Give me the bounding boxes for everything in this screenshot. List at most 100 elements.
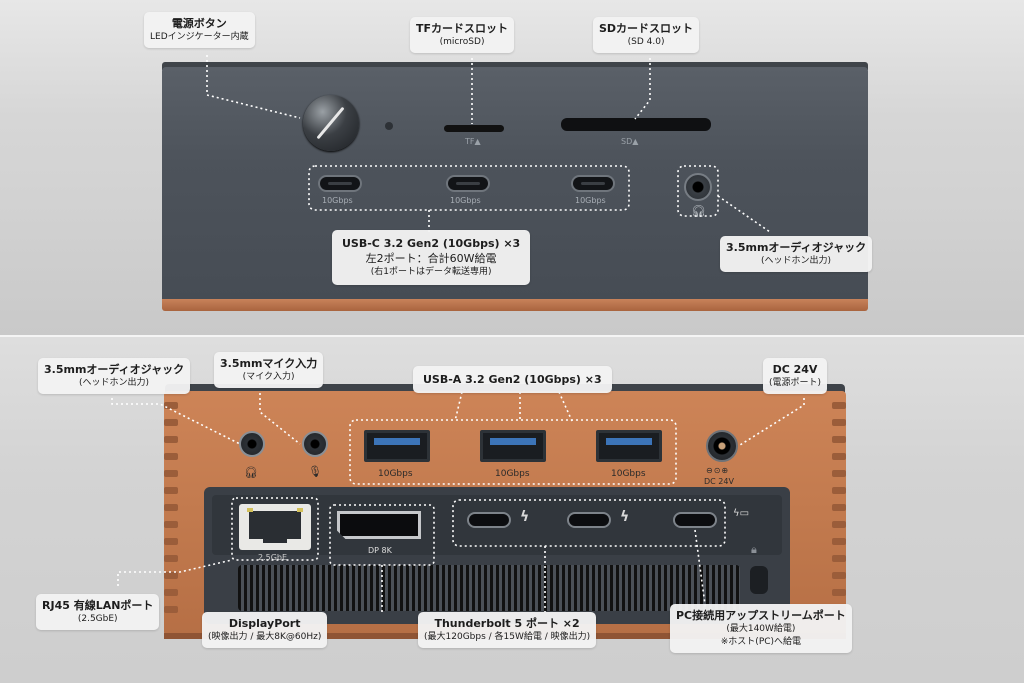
cooling-fin xyxy=(832,572,846,579)
callout-line2: 左2ポート：合計60W給電 xyxy=(365,252,497,265)
sd-card-slot xyxy=(561,118,711,131)
rear-usba-speed-2: 10Gbps xyxy=(495,469,530,479)
callout-title: DisplayPort xyxy=(228,617,301,630)
panel-divider xyxy=(0,335,1024,337)
callout-title: Thunderbolt 5 ポート ×2 xyxy=(434,617,580,630)
callout-upstream-port: PC接続用アップストリームポート (最大140W給電) ※ホスト(PC)へ給電 xyxy=(670,604,852,653)
callout-mic-rear: 3.5mmマイク入力 (マイク入力) xyxy=(214,352,324,388)
rj45-lan-port xyxy=(239,504,311,550)
cooling-fin xyxy=(832,453,846,460)
upstream-port xyxy=(673,512,717,528)
thunderbolt-icon: ϟ xyxy=(520,509,530,525)
microphone-icon: 🎙︎ xyxy=(308,465,322,478)
lock-icon: 🔒︎ xyxy=(751,543,757,556)
dc-polarity-icon: ⊖⊙⊕ xyxy=(706,466,730,475)
callout-dc-power: DC 24V (電源ポート) xyxy=(763,358,828,394)
cooling-fin xyxy=(164,402,178,409)
callout-line2: (最大140W給電) xyxy=(726,624,796,634)
security-lock-slot xyxy=(750,566,768,594)
callout-sub: (ヘッドホン出力) xyxy=(761,256,832,266)
sd-slot-mark: SD▲ xyxy=(621,137,639,146)
callout-sub: (microSD) xyxy=(439,37,485,47)
cooling-fin xyxy=(832,436,846,443)
rear-headphone-jack xyxy=(239,431,265,457)
callout-title: 3.5mmオーディオジャック xyxy=(726,241,867,254)
callout-title: PC接続用アップストリームポート xyxy=(676,609,846,622)
callout-sub: (2.5GbE) xyxy=(77,614,118,624)
rear-vent xyxy=(238,565,740,611)
headphone-icon: 🎧︎ xyxy=(244,466,258,479)
callout-sub: (電源ポート) xyxy=(769,378,822,388)
displayport-label: DP 8K xyxy=(368,546,392,555)
cooling-fin xyxy=(832,504,846,511)
callout-tf-slot: TFカードスロット (microSD) xyxy=(410,17,515,53)
front-audio-jack xyxy=(684,173,712,201)
callout-usba-rear: USB-A 3.2 Gen2 (10Gbps) ×3 xyxy=(413,366,612,393)
callout-sub: (SD 4.0) xyxy=(627,37,665,47)
callout-sub: (最大120Gbps / 各15W給電 / 映像出力) xyxy=(424,632,591,642)
callout-sub: (ヘッドホン出力) xyxy=(79,378,150,388)
callout-audio-rear: 3.5mmオーディオジャック (ヘッドホン出力) xyxy=(38,358,191,394)
front-base-trim xyxy=(162,299,868,311)
callout-title: DC 24V xyxy=(772,363,818,376)
callout-sub: (映像出力 / 最大8K@60Hz) xyxy=(208,632,322,642)
front-usbc-port-1 xyxy=(318,175,362,192)
cooling-fin xyxy=(164,419,178,426)
rear-usba-port-1 xyxy=(364,430,430,462)
callout-sub: LEDインジケーター内蔵 xyxy=(150,32,249,42)
callout-title: 電源ボタン xyxy=(171,17,227,30)
headphone-icon: 🎧︎ xyxy=(691,204,707,218)
cooling-fin xyxy=(164,538,178,545)
callout-title: TFカードスロット xyxy=(416,22,509,35)
displayport-port xyxy=(337,511,421,539)
cooling-fin xyxy=(164,555,178,562)
cooling-fin xyxy=(164,606,178,613)
tf-slot-mark: TF▲ xyxy=(465,137,481,146)
callout-sub: (マイク入力) xyxy=(242,372,295,382)
cooling-fin xyxy=(164,453,178,460)
thunderbolt-port-1 xyxy=(467,512,511,528)
cooling-fin xyxy=(164,504,178,511)
power-button xyxy=(303,95,359,151)
callout-sd-slot: SDカードスロット (SD 4.0) xyxy=(593,17,700,53)
cooling-fin xyxy=(832,521,846,528)
callout-audio-front: 3.5mmオーディオジャック (ヘッドホン出力) xyxy=(720,236,873,272)
rear-usba-speed-1: 10Gbps xyxy=(378,469,413,479)
cooling-fin xyxy=(164,470,178,477)
front-usbc-speed-3: 10Gbps xyxy=(575,196,606,205)
callout-line3: (右1ポートはデータ転送専用) xyxy=(370,267,492,277)
callout-line3: ※ホスト(PC)へ給電 xyxy=(720,637,802,647)
cooling-fin xyxy=(832,419,846,426)
callout-usbc-front: USB-C 3.2 Gen2 (10Gbps) ×3 左2ポート：合計60W給電… xyxy=(332,230,531,285)
cooling-fin xyxy=(164,572,178,579)
callout-power-button: 電源ボタン LEDインジケーター内蔵 xyxy=(144,12,255,48)
callout-displayport: DisplayPort (映像出力 / 最大8K@60Hz) xyxy=(202,612,328,648)
thunderbolt-icon: ϟ xyxy=(620,509,630,525)
cooling-fin xyxy=(832,589,846,596)
cooling-fin xyxy=(832,487,846,494)
callout-title: 3.5mmマイク入力 xyxy=(220,357,318,370)
callout-title: 3.5mmオーディオジャック xyxy=(44,363,185,376)
front-usbc-speed-1: 10Gbps xyxy=(322,196,353,205)
lan-speed-label: 2.5GbE xyxy=(258,553,288,562)
cooling-fin xyxy=(164,436,178,443)
callout-rj45: RJ45 有線LANポート (2.5GbE) xyxy=(36,594,160,630)
rear-usba-port-3 xyxy=(596,430,662,462)
rear-mic-jack xyxy=(302,431,328,457)
front-usbc-speed-2: 10Gbps xyxy=(450,196,481,205)
dc-port-label: DC 24V xyxy=(704,477,734,486)
cooling-fin xyxy=(832,538,846,545)
cooling-fin xyxy=(832,470,846,477)
front-usbc-port-2 xyxy=(446,175,490,192)
cooling-fin xyxy=(832,402,846,409)
rear-usba-port-2 xyxy=(480,430,546,462)
tf-card-slot xyxy=(444,125,504,132)
cooling-fin xyxy=(832,555,846,562)
front-usbc-port-3 xyxy=(571,175,615,192)
callout-title: RJ45 有線LANポート xyxy=(42,599,154,612)
lan-led xyxy=(247,508,253,512)
callout-title: USB-A 3.2 Gen2 (10Gbps) ×3 xyxy=(423,373,602,386)
callout-title: SDカードスロット xyxy=(599,22,694,35)
cooling-fin xyxy=(164,521,178,528)
dc-power-jack xyxy=(706,430,738,462)
